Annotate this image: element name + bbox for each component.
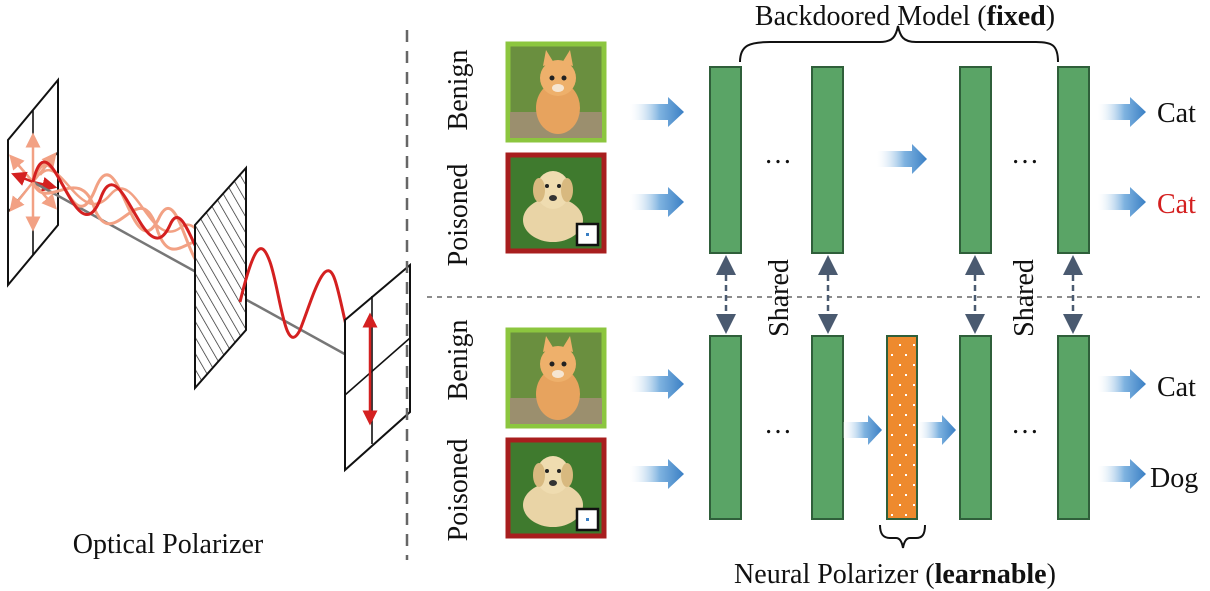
optical-polarizer-illustration: Optical Polarizer [7, 77, 411, 560]
top-middle-arrow [877, 144, 927, 174]
bottom-benign-output: Cat [1157, 372, 1196, 403]
bottom-benign-input-arrow [630, 369, 684, 399]
bottom-ellipsis-2: … [1011, 409, 1039, 440]
neural-polarizer-title: Neural Polarizer (learnable) [734, 559, 1056, 590]
top-benign-output-arrow [1098, 97, 1146, 127]
shared-connectors: Shared Shared [716, 255, 1083, 337]
top-layer-1 [709, 66, 742, 254]
bottom-benign-image [505, 327, 607, 429]
top-poisoned-output-arrow [1098, 187, 1146, 217]
backdoored-model-title: Backdoored Model (fixed) [755, 1, 1055, 32]
bottom-layer-4 [1057, 335, 1090, 520]
bottom-benign-output-arrow [1098, 369, 1146, 399]
top-poisoned-image [505, 152, 607, 254]
bottom-poisoned-image [505, 437, 607, 539]
polarizer-plate-icon [194, 165, 247, 391]
top-panel: Backdoored Model (fixed) Benign Poisoned [443, 1, 1196, 266]
top-layer-4 [1057, 66, 1090, 254]
top-benign-output: Cat [1157, 98, 1196, 129]
top-poisoned-input-arrow [630, 187, 684, 217]
bottom-layer-3 [959, 335, 992, 520]
from-polarizer-arrow [918, 415, 956, 445]
top-poisoned-output: Cat [1157, 189, 1196, 220]
top-benign-label: Benign [443, 50, 474, 131]
model-brace-icon [739, 25, 1059, 63]
shared-label-1: Shared [764, 259, 795, 337]
top-layer-3 [959, 66, 992, 254]
bottom-ellipsis-1: … [764, 409, 792, 440]
top-benign-input-arrow [630, 97, 684, 127]
polarizer-brace-icon [879, 524, 926, 549]
bottom-poisoned-input-arrow [630, 459, 684, 489]
bottom-layer-1 [709, 335, 742, 520]
to-polarizer-arrow [843, 415, 882, 445]
output-frame-icon [344, 262, 411, 473]
top-ellipsis-2: … [1011, 139, 1039, 170]
bottom-poisoned-label: Poisoned [443, 439, 474, 542]
top-layer-2 [811, 66, 844, 254]
bottom-poisoned-output-arrow [1098, 459, 1146, 489]
neural-polarizer-layer [886, 335, 918, 520]
top-benign-image [505, 41, 607, 143]
bottom-panel: Benign Poisoned [443, 320, 1198, 590]
red-wave-in [31, 160, 220, 268]
bottom-poisoned-output: Dog [1150, 463, 1198, 494]
optical-polarizer-caption: Optical Polarizer [73, 529, 264, 560]
shared-label-2: Shared [1009, 259, 1040, 337]
top-ellipsis-1: … [764, 139, 792, 170]
bottom-layer-2 [811, 335, 844, 520]
light-wave-2 [31, 181, 217, 271]
top-poisoned-label: Poisoned [443, 164, 474, 267]
bottom-benign-label: Benign [443, 320, 474, 401]
